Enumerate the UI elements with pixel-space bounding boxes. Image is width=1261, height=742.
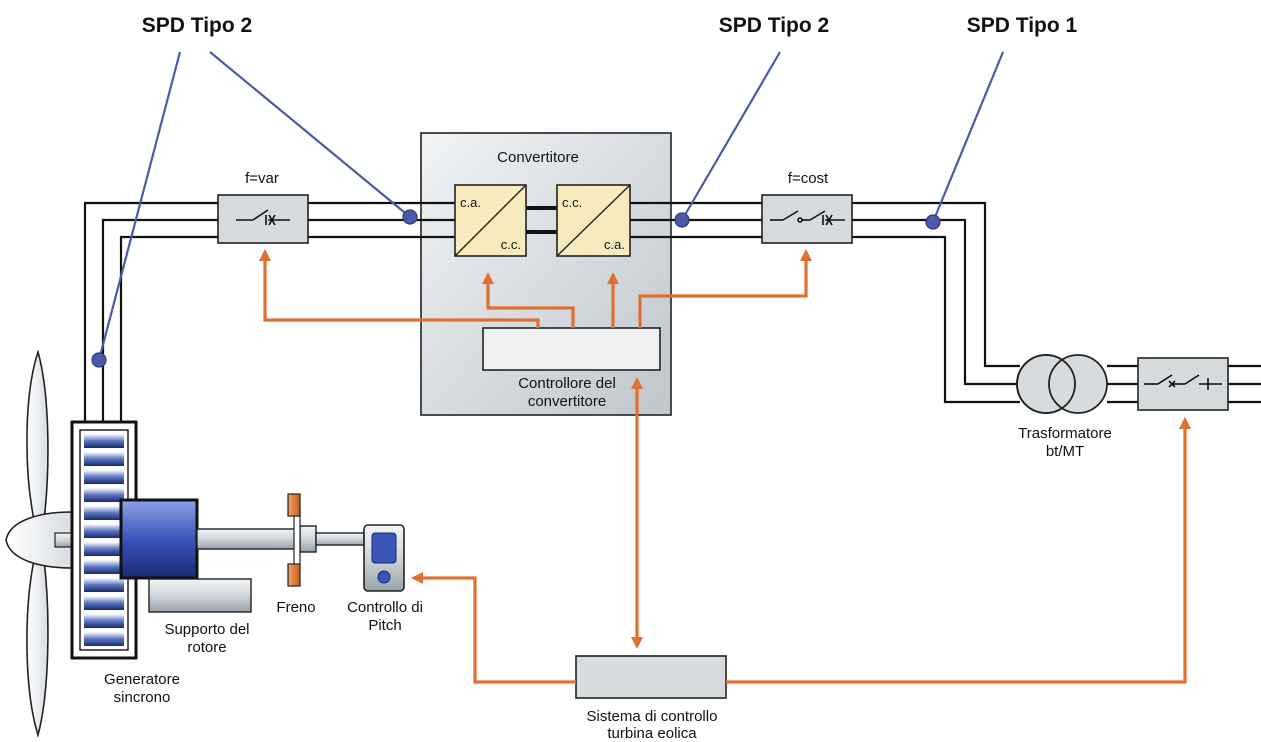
- spd-markers: [91, 51, 1005, 368]
- disconnector-breaker-symbol-icon: [770, 210, 845, 226]
- control-arrow-to-var-switch: [259, 249, 540, 328]
- main-shaft: [196, 525, 365, 553]
- rotor-support: Supporto del rotore: [148, 578, 252, 656]
- switch-var-label: f=var: [245, 170, 279, 187]
- transformer-label-2: bt/MT: [1046, 443, 1084, 460]
- generator-label-1: Generatore: [104, 671, 180, 688]
- synchronous-generator: Generatore sincrono: [70, 420, 199, 706]
- spd-dot-converter-input-icon: [402, 209, 418, 225]
- brake-icon: Freno: [276, 493, 316, 616]
- turbine-control-label-2: turbina eolica: [607, 725, 697, 742]
- rectifier-block: c.a. c.c.: [454, 184, 527, 257]
- inverter-dc-label: c.c.: [562, 195, 582, 210]
- spd-label-right-tipo1: SPD Tipo 1: [967, 14, 1078, 37]
- brake-label: Freno: [276, 599, 315, 616]
- control-arrow-to-cost-switch: [638, 249, 812, 328]
- switch-variable-frequency: f=var: [217, 170, 309, 244]
- converter-title: Convertitore: [497, 149, 579, 166]
- spd-label-left-tipo2: SPD Tipo 2: [142, 14, 252, 37]
- control-signal-lines: [259, 249, 1191, 684]
- turbine-control-system: Sistema di controllo turbina eolica: [575, 655, 727, 742]
- spd-labels: SPD Tipo 2 SPD Tipo 2 SPD Tipo 1: [142, 14, 1078, 37]
- inverter-ac-label: c.a.: [604, 237, 625, 252]
- rectifier-dc-label: c.c.: [501, 237, 521, 252]
- spd-dot-converter-output-icon: [674, 212, 690, 228]
- pitch-label-2: Pitch: [368, 617, 401, 634]
- inverter-block: c.c. c.a.: [556, 184, 631, 257]
- pitch-label-1: Controllo di: [347, 599, 423, 616]
- generator-label-2: sincrono: [114, 689, 171, 706]
- generator-winding-icon: [84, 434, 124, 646]
- transformer: Trasformatore bt/MT: [1016, 354, 1112, 460]
- spd-dot-generator-icon: [91, 352, 107, 368]
- power-bus-dc-link: [526, 206, 557, 234]
- spd-label-mid-tipo2: SPD Tipo 2: [719, 14, 829, 37]
- converter-controller-label-1: Controllore del: [518, 375, 616, 392]
- converter-enclosure: Convertitore: [420, 132, 672, 416]
- pitch-control: Controllo di Pitch: [347, 524, 423, 634]
- breaker-symbol-icon: [236, 209, 290, 226]
- converter-controller-label-2: convertitore: [528, 393, 606, 410]
- switch-cost-label: f=cost: [788, 170, 829, 187]
- converter-controller: Controllore del convertitore: [482, 327, 661, 410]
- switch-constant-frequency: f=cost: [761, 170, 853, 244]
- control-arrow-to-mv-breaker: [726, 417, 1191, 684]
- rectifier-ac-label: c.a.: [460, 195, 481, 210]
- turbine-blades-icon: [5, 349, 73, 738]
- spd-dot-grid-side-icon: [925, 214, 941, 230]
- turbine-control-label-1: Sistema di controllo: [587, 708, 718, 725]
- mv-breaker-symbol-icon: [1144, 374, 1222, 390]
- power-bus-grid-side: [630, 201, 1261, 404]
- rotor-support-label-1: Supporto del: [164, 621, 249, 638]
- mv-breaker: [1137, 357, 1229, 411]
- transformer-label-1: Trasformatore: [1018, 425, 1112, 442]
- control-arrow-to-pitch: [411, 572, 576, 684]
- rotor-support-label-2: rotore: [187, 639, 226, 656]
- control-arrow-to-rectifier: [482, 272, 575, 328]
